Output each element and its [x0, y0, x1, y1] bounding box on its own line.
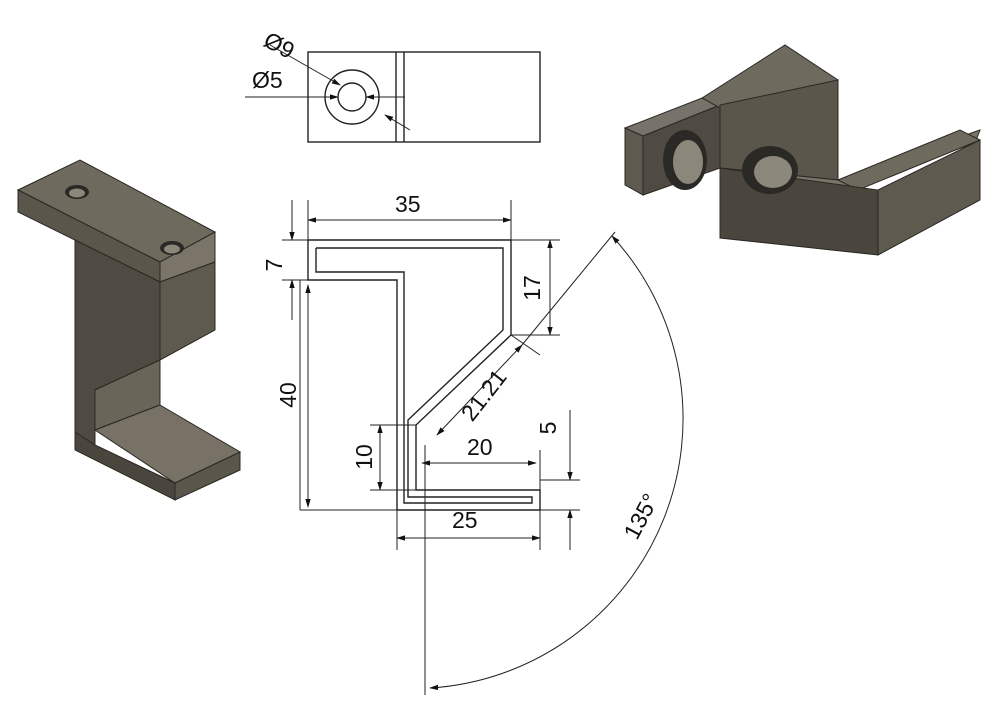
hole-inner-circle: [337, 82, 367, 112]
dim-height-total: 40: [275, 382, 301, 408]
dim-slant-length: 21.21: [456, 364, 512, 425]
dim-width-top: 35: [395, 191, 421, 217]
dim-base-width: 25: [452, 507, 478, 533]
dim-foot-thickness: 5: [535, 422, 561, 435]
dim-bottom-depth: 10: [351, 444, 377, 470]
left-isometric-part: [16, 159, 242, 501]
angle-arc: [429, 235, 684, 691]
dim-thickness: 7: [261, 259, 287, 272]
profile-view: 35 7 40 17 21.21 10 20 5: [261, 191, 684, 695]
dim-hole-inner: Ø5: [252, 67, 283, 93]
right-isometric-part: [623, 44, 982, 256]
dim-bottom-width: 20: [467, 434, 493, 460]
top-view: Ø9 Ø5: [245, 26, 541, 143]
dim-upper-vertical: 17: [519, 275, 545, 301]
